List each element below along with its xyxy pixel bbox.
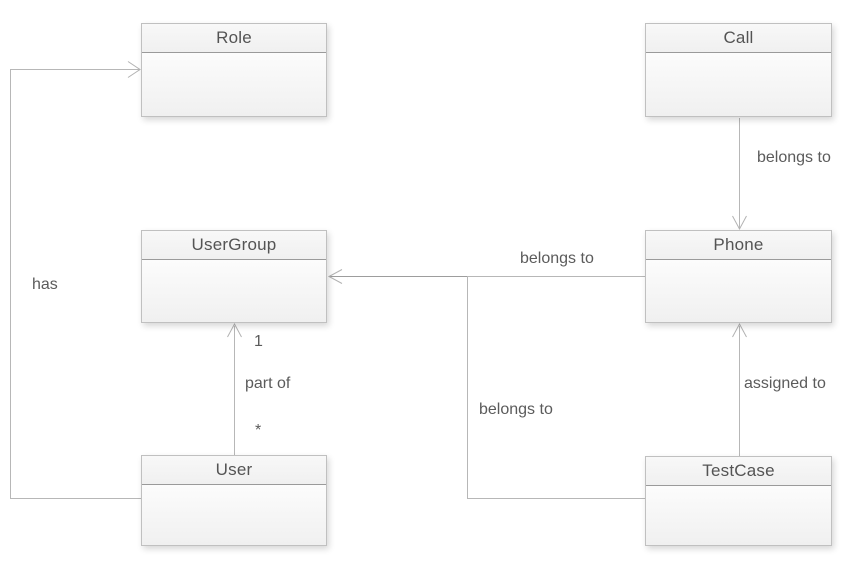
arrowhead-into-phone-bottom-icon [732, 322, 747, 338]
edge-label-part-of: part of [245, 375, 291, 392]
edge-label-has: has [32, 276, 58, 293]
edge-label-phone-belongs-to: belongs to [520, 250, 594, 267]
class-node-call-title: Call [723, 28, 754, 47]
arrowhead-into-usergroup-bottom-icon [227, 322, 242, 338]
edge-label-assigned-to: assigned to [744, 375, 826, 392]
edge-multiplicity-many: * [255, 422, 262, 439]
class-node-call-body [646, 53, 831, 116]
arrowhead-into-role-icon [127, 61, 141, 78]
class-node-phone[interactable]: Phone [645, 230, 832, 323]
class-node-role-body [142, 53, 326, 116]
class-node-phone-title: Phone [713, 235, 764, 254]
class-node-phone-body [646, 260, 831, 322]
edge-testcase-belongs-to-usergroup-line [467, 277, 645, 499]
class-node-testcase-body [646, 486, 831, 545]
class-node-role-header: Role [142, 24, 326, 53]
class-node-user-title: User [215, 460, 253, 479]
class-node-testcase-header: TestCase [646, 457, 831, 486]
class-node-usergroup-body [142, 260, 326, 322]
class-node-role-title: Role [216, 28, 252, 47]
arrowhead-into-usergroup-right-icon [327, 269, 343, 284]
edge-label-testcase-belongs-to: belongs to [479, 401, 553, 418]
edge-user-has-role-line [10, 69, 141, 499]
class-node-user[interactable]: User [141, 455, 327, 546]
edge-label-call-belongs-to: belongs to [757, 149, 831, 166]
edge-multiplicity-one: 1 [254, 333, 263, 350]
class-node-phone-header: Phone [646, 231, 831, 260]
class-node-testcase[interactable]: TestCase [645, 456, 832, 546]
class-node-call[interactable]: Call [645, 23, 832, 117]
class-node-user-header: User [142, 456, 326, 485]
class-node-role[interactable]: Role [141, 23, 327, 117]
arrowhead-into-phone-top-icon [732, 215, 747, 231]
class-node-usergroup-header: UserGroup [142, 231, 326, 260]
class-node-testcase-title: TestCase [702, 461, 775, 480]
class-node-usergroup-title: UserGroup [191, 235, 277, 254]
class-node-call-header: Call [646, 24, 831, 53]
class-node-usergroup[interactable]: UserGroup [141, 230, 327, 323]
class-node-user-body [142, 485, 326, 545]
